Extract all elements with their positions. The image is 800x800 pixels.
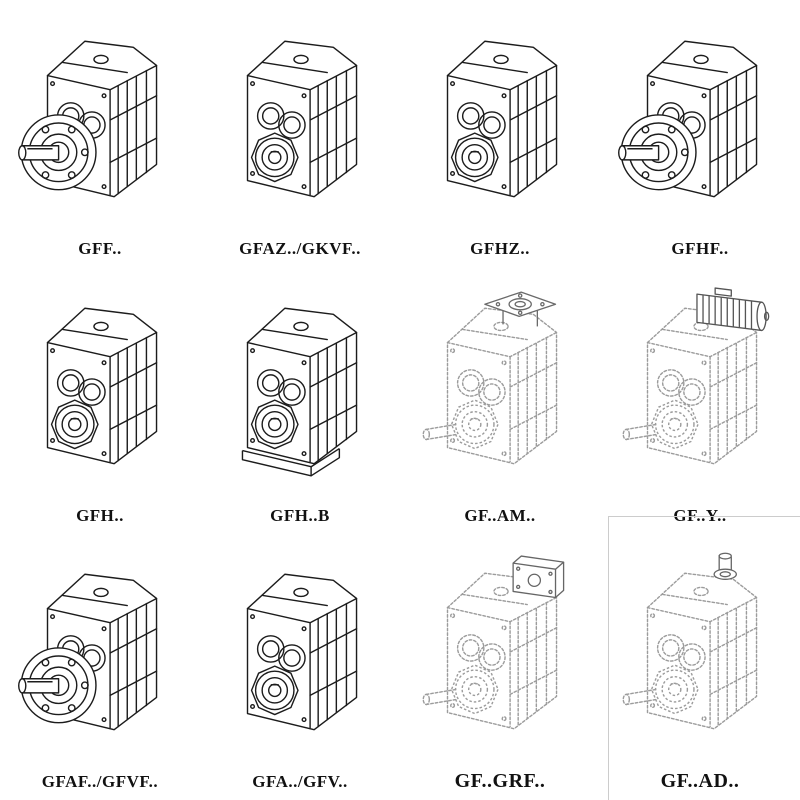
catalog-cell-gf-ad: GF..AD..: [600, 533, 800, 800]
model-label: GFAZ../GKVF..: [239, 238, 361, 258]
catalog-cell-gf-am: GF..AM..: [400, 267, 600, 534]
shaft-mounted-gearbox-drawing: [46, 307, 158, 465]
hollow-shaft-gearbox-drawing: [246, 40, 358, 198]
hollow-shaft-gearbox-drawing: [246, 573, 358, 731]
flange-shaft-gearbox-drawing: [18, 573, 158, 731]
model-label: GFAF../GFVF..: [41, 772, 159, 792]
flange-hollow-shaft-gearbox-drawing: [618, 40, 758, 198]
model-label: GF..Y..: [673, 505, 727, 525]
model-label: GFH..B: [270, 505, 330, 525]
hollow-shaft-gearbox-drawing: [446, 40, 558, 198]
model-label: GF..AM..: [464, 505, 536, 525]
model-label: GFF..: [78, 238, 122, 258]
model-label: GF..AD..: [660, 769, 740, 792]
model-label: GFHZ..: [470, 238, 530, 258]
catalog-cell-gfhz: GFHZ..: [400, 0, 600, 267]
catalog-cell-gfaf-gfvf: GFAF../GFVF..: [0, 533, 200, 800]
catalog-cell-gfaz-gkvf: GFAZ../GKVF..: [200, 0, 400, 267]
catalog-cell-gfh: GFH..: [0, 267, 200, 534]
catalog-cell-gf-y: GF..Y..: [600, 267, 800, 534]
catalog-cell-gfh-b: GFH..B: [200, 267, 400, 534]
model-label: GFH..: [76, 505, 124, 525]
gearbox-with-input-adapter-drawing: [422, 555, 565, 730]
model-label: GFHF..: [671, 238, 729, 258]
foot-mounted-gearbox-drawing: [241, 307, 358, 477]
catalog-cell-gfa-gfv: GFA../GFV..: [200, 533, 400, 800]
catalog-cell-gf-grf: GF..GRF..: [400, 533, 600, 800]
flange-shaft-gearbox-drawing: [18, 40, 158, 198]
gearbox-with-motor-adapter-flange-drawing: [422, 291, 558, 465]
gearbox-with-mounted-motor-drawing: [622, 287, 770, 465]
model-label: GF..GRF..: [454, 769, 546, 792]
catalog-cell-gfhf: GFHF..: [600, 0, 800, 267]
model-label: GFA../GFV..: [252, 772, 348, 792]
gearbox-with-input-shaft-drawing: [622, 552, 758, 730]
catalog-cell-gff: GFF..: [0, 0, 200, 267]
